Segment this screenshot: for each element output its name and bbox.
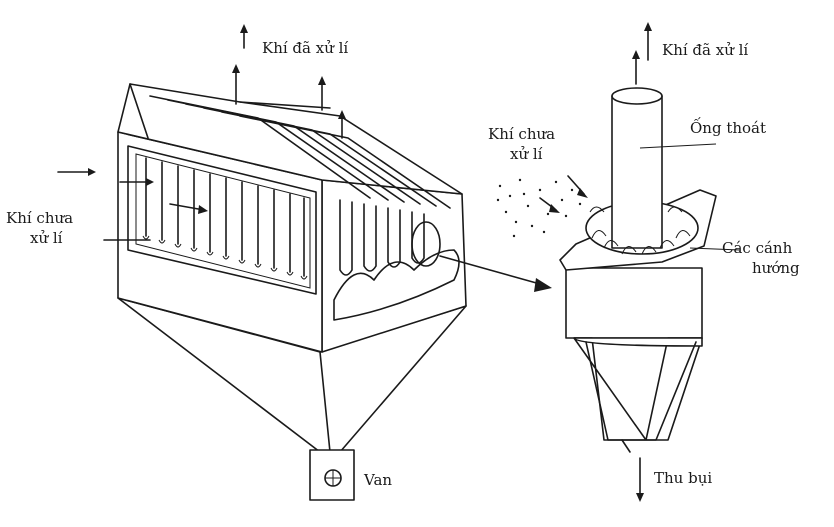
left-raw-gas-label-line1: Khí chưa (6, 209, 74, 227)
vanes-label-line2: hướng (752, 259, 800, 277)
cyclone-detail (496, 22, 741, 502)
leader-outlet-pipe (639, 143, 717, 149)
magnify-circle (411, 221, 441, 267)
cyclone-cone (573, 337, 703, 441)
outlet-pipe-label: Ống thoát (690, 119, 767, 137)
multicyclone-unit (57, 24, 552, 501)
valve-housing (309, 449, 355, 501)
hopper-edge (319, 351, 331, 453)
vanes-label-line1: Các cánh (722, 239, 793, 257)
left-clean-gas-label: Khí đã xử lí (262, 39, 349, 57)
dust-collection-label: Thu bụi (654, 469, 713, 487)
cutaway-tubes (333, 199, 460, 321)
right-raw-gas-label-line1: Khí chưa (488, 125, 556, 143)
left-raw-gas-label-line2: xử lí (30, 229, 63, 247)
guide-vanes (589, 206, 691, 255)
cyclone-tubes (142, 157, 308, 280)
top-slats (149, 95, 451, 209)
inlet-arrows (57, 168, 208, 241)
right-raw-gas-label-line2: xử lí (510, 145, 543, 163)
detail-pointer (439, 255, 541, 285)
outlet-pipe (611, 95, 663, 249)
valve-label: Van (364, 471, 393, 489)
right-clean-gas-label: Khí đã xử lí (662, 41, 749, 59)
outlet-arrows (232, 24, 346, 139)
inlet-frame (127, 145, 317, 295)
dust-particles (496, 178, 582, 238)
leader-vanes (689, 247, 741, 251)
cyclone-cylinder (565, 267, 703, 339)
